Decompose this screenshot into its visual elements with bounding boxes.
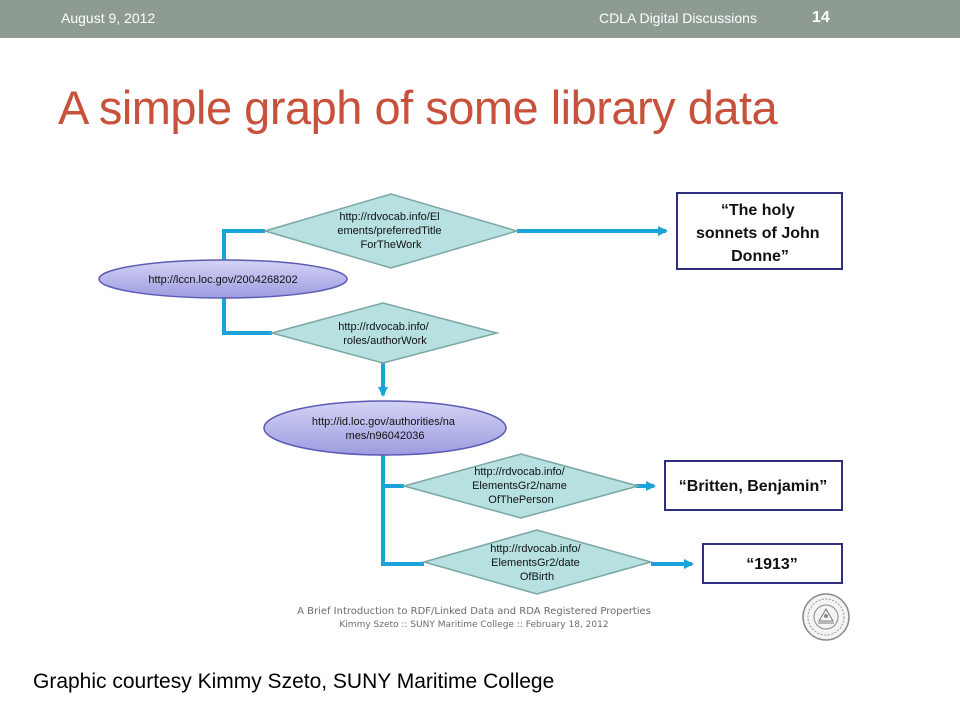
edge-person-to-properties (381, 455, 424, 566)
name-of-person-line-1: http://rdvocab.info/ (474, 466, 565, 478)
svg-text:http://rdvocab.info/ rol: http://rdvocab.info/ roles/authorWork (338, 321, 432, 347)
literal-birth: “1913” (702, 543, 843, 584)
credit-line-1: A Brief Introduction to RDF/Linked Data … (297, 606, 651, 617)
preferred-title-line-2: ements/preferredTitle (337, 225, 441, 237)
college-seal-icon (802, 593, 850, 641)
svg-text:http://id.loc.gov/authorities/: http://id.loc.gov/authorities/na mes/n96… (312, 416, 458, 442)
slide-number: 14 (812, 9, 830, 26)
credit-line-2: Kimmy Szeto :: SUNY Maritime College :: … (339, 620, 608, 630)
name-of-person-line-3: OfThePerson (488, 494, 553, 506)
svg-text:http://rdvocab.info/ Ele: http://rdvocab.info/ ElementsGr2/date Of… (490, 543, 584, 583)
literal-title: “The holy sonnets of John Donne” (676, 192, 843, 270)
slide-title: A simple graph of some library data (58, 81, 778, 134)
header-date: August 9, 2012 (61, 10, 156, 26)
literal-name: “Britten, Benjamin” (664, 460, 843, 511)
property-date-of-birth: http://rdvocab.info/ ElementsGr2/date Of… (421, 529, 654, 595)
date-of-birth-line-1: http://rdvocab.info/ (490, 543, 581, 555)
literal-title-line-3: Donne” (731, 248, 789, 265)
literal-birth-label: “1913” (746, 556, 798, 573)
name-of-person-line-2: ElementsGr2/name (472, 480, 567, 492)
edge-work-to-preferred-title (222, 229, 265, 265)
preferred-title-line-1: http://rdvocab.info/El (339, 211, 439, 223)
literal-name-label: “Britten, Benjamin” (679, 478, 827, 495)
date-of-birth-line-3: OfBirth (520, 571, 554, 583)
preferred-title-line-3: ForTheWork (361, 239, 422, 251)
edge-work-to-author-work (222, 294, 272, 335)
header-bar: August 9, 2012 CDLA Digital Discussions … (0, 0, 960, 38)
literal-title-line-2: sonnets of John (696, 225, 820, 242)
svg-text:“The holy sonnets of Joh: “The holy sonnets of John Donne” (696, 202, 824, 265)
property-name-of-person: http://rdvocab.info/ ElementsGr2/name Of… (401, 453, 641, 519)
graph-edges (222, 226, 694, 569)
property-preferred-title: http://rdvocab.info/El ements/preferredT… (262, 193, 520, 269)
graphic-caption: Graphic courtesy Kimmy Szeto, SUNY Marit… (33, 670, 555, 693)
resource-work-label: http://lccn.loc.gov/2004268202 (148, 274, 297, 286)
resource-person-line-1: http://id.loc.gov/authorities/na (312, 416, 456, 428)
resource-person-node: http://id.loc.gov/authorities/na mes/n96… (263, 400, 507, 456)
svg-text:http://rdvocab.info/El e: http://rdvocab.info/El ements/preferredT… (337, 211, 444, 251)
resource-person-line-2: mes/n96042036 (346, 430, 425, 442)
svg-text:http://rdvocab.info/ Ele: http://rdvocab.info/ ElementsGr2/name Of… (472, 466, 570, 506)
property-author-work: http://rdvocab.info/ roles/authorWork (269, 302, 500, 364)
resource-work-node: http://lccn.loc.gov/2004268202 (98, 259, 348, 299)
author-work-line-1: http://rdvocab.info/ (338, 321, 429, 333)
date-of-birth-line-2: ElementsGr2/date (491, 557, 580, 569)
diagram-credit: A Brief Introduction to RDF/Linked Data … (297, 606, 651, 630)
author-work-line-2: roles/authorWork (343, 335, 427, 347)
literal-title-line-1: “The holy (721, 202, 795, 219)
header-conference: CDLA Digital Discussions (599, 10, 757, 26)
